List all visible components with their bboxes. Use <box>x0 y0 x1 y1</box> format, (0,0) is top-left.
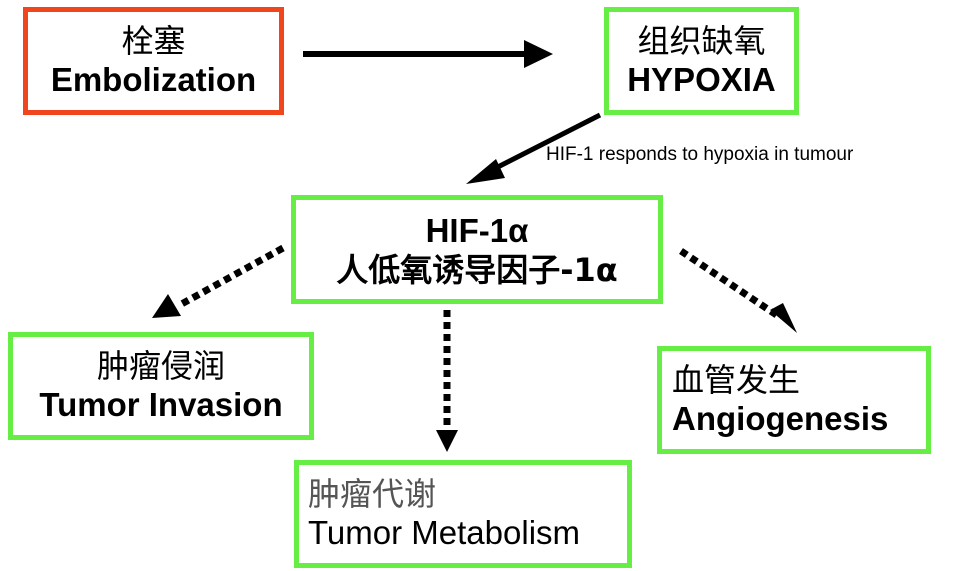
arrowhead-hif-to-invasion <box>152 294 181 318</box>
node-metabolism-zh: 肿瘤代谢 <box>308 475 437 513</box>
arrowhead-embolization-to-hypoxia <box>524 40 553 68</box>
node-angiogenesis-zh: 血管发生 <box>672 361 801 399</box>
node-tumor-invasion: 肿瘤侵润 Tumor Invasion <box>8 332 314 440</box>
node-hif: HIF-1α 人低氧诱导因子-1α <box>291 195 663 304</box>
node-invasion-en: Tumor Invasion <box>39 386 283 423</box>
node-hypoxia: 组织缺氧 HYPOXIA <box>604 7 799 115</box>
node-invasion-zh: 肿瘤侵润 <box>96 347 225 385</box>
node-hif-zh: 人低氧诱导因子-1α <box>336 250 618 289</box>
edge-label-hypoxia-to-hif: HIF-1 responds to hypoxia in tumour <box>546 144 854 165</box>
node-hypoxia-en: HYPOXIA <box>627 61 776 98</box>
arrow-hif-to-angiogenesis <box>679 248 780 319</box>
arrow-hif-to-invasion <box>176 244 285 310</box>
node-metabolism-en: Tumor Metabolism <box>308 514 581 551</box>
node-embolization: 栓塞 Embolization <box>23 7 284 115</box>
node-angiogenesis: 血管发生 Angiogenesis <box>657 346 931 454</box>
node-embolization-en: Embolization <box>50 61 257 98</box>
node-hypoxia-zh: 组织缺氧 <box>637 22 766 60</box>
arrowhead-hif-to-angiogenesis <box>770 303 797 333</box>
arrowhead-hypoxia-to-hif <box>466 159 505 184</box>
node-hif-en: HIF-1α <box>425 211 529 249</box>
arrowhead-hif-to-metabolism <box>436 430 458 452</box>
node-tumor-metabolism: 肿瘤代谢 Tumor Metabolism <box>294 460 632 568</box>
node-embolization-zh: 栓塞 <box>121 22 186 60</box>
node-angiogenesis-en: Angiogenesis <box>672 400 889 437</box>
arrow-hypoxia-to-hif <box>486 112 602 175</box>
